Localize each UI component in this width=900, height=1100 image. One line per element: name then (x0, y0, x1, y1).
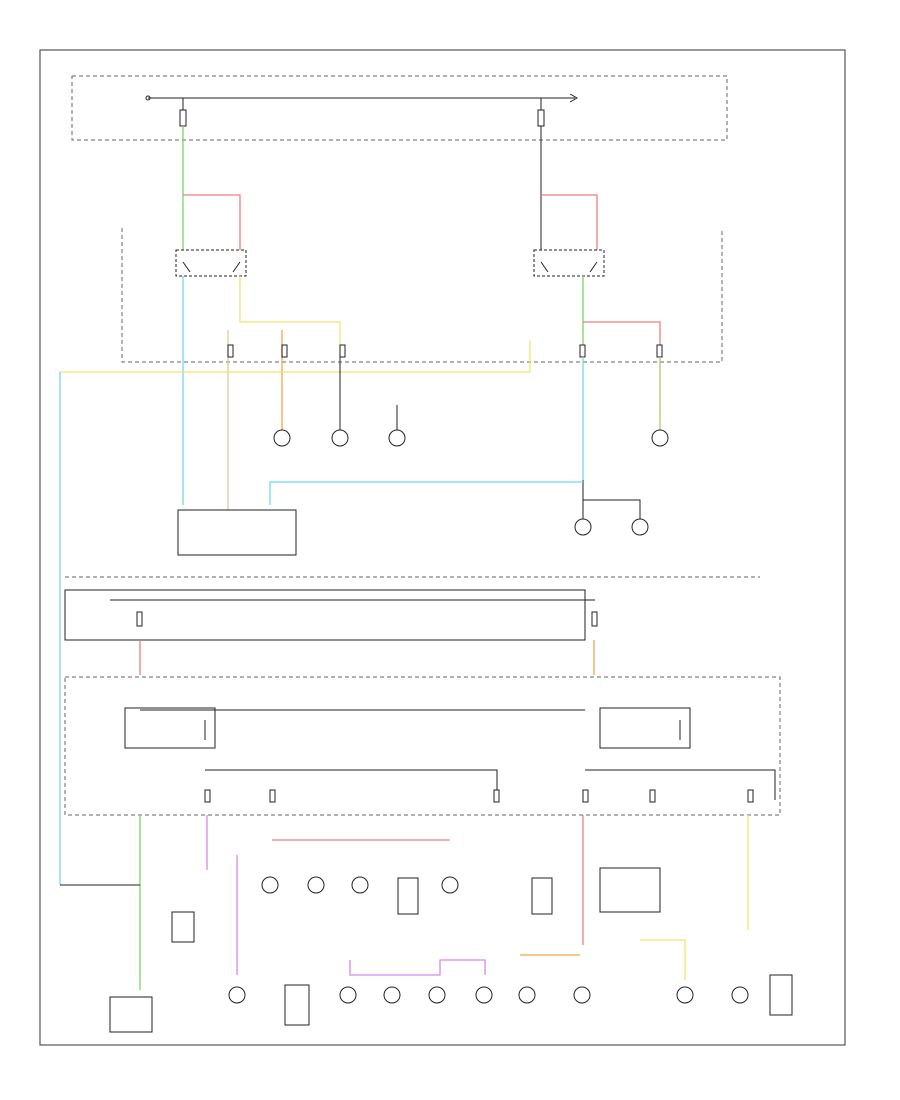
outer-frame (39, 49, 846, 1046)
fuse-bottom-left (136, 611, 143, 627)
module-bottom-left (109, 996, 153, 1033)
lamp-15 (518, 986, 536, 1004)
top-section (59, 75, 728, 885)
lamp-5 (574, 518, 592, 536)
fuse-box-bottom (64, 589, 586, 641)
wire-yellow-trailer (640, 939, 686, 980)
lamp-19 (228, 986, 246, 1004)
module-left-small (171, 911, 195, 943)
bus-node-left (145, 95, 151, 101)
fuse-bottom-right (591, 611, 598, 627)
bus-arrow-right (569, 93, 579, 103)
fuse-box-top (71, 75, 728, 141)
relay-bottom-right (599, 707, 691, 749)
relay-enclosure (121, 228, 723, 363)
relay-left-switch-a (182, 261, 191, 273)
relay-right-switch-b (589, 261, 598, 273)
lamp-8 (307, 876, 325, 894)
lamp-9 (351, 876, 369, 894)
lamp-2 (331, 429, 349, 447)
modules-bottom (109, 867, 793, 1033)
lamp-10 (441, 876, 459, 894)
lamp-6 (631, 518, 649, 536)
relay-bottom-left (124, 707, 216, 749)
module-trailer (599, 867, 661, 913)
module-right-small (769, 974, 793, 1016)
lamps-bottom-row-1 (261, 876, 459, 894)
bus-distribution-right (585, 769, 776, 800)
module-lower-mid (284, 984, 310, 1026)
fuse-row-bottom (204, 789, 754, 803)
lamp-4 (651, 429, 669, 447)
lamp-11 (339, 986, 357, 1004)
bus-distribution-left (205, 769, 498, 790)
wire-right-red-out (583, 321, 661, 345)
relay-enclosure-bottom (64, 676, 781, 816)
lamp-12 (383, 986, 401, 1004)
wire-violet-row (349, 959, 486, 976)
bottom-section (60, 589, 793, 1033)
relay-left (175, 249, 247, 277)
relay-right (533, 249, 605, 277)
fuse-right (537, 109, 545, 127)
module-center (531, 877, 553, 915)
lamp-3 (388, 429, 406, 447)
lamp-1 (273, 429, 291, 447)
wire-yellow-harness (60, 340, 531, 373)
relay-left-switch-b (232, 261, 241, 273)
module-license (397, 877, 419, 915)
lamp-14 (475, 986, 493, 1004)
wire-to-lamp-6 (583, 499, 641, 519)
lamp-13 (428, 986, 446, 1004)
wire-left-yellow (239, 276, 341, 348)
wire-cyan-to-module (269, 481, 583, 505)
lamp-7 (261, 876, 279, 894)
fuse-row-right (579, 344, 663, 358)
module-top-left (177, 509, 297, 556)
fuse-row-left (227, 344, 346, 358)
lamp-16 (573, 986, 591, 1004)
relay-right-switch-a (540, 261, 549, 273)
lamps-bottom-row-2 (339, 986, 749, 1004)
wire-left-red (183, 194, 241, 250)
lamp-17 (676, 986, 694, 1004)
wire-right-red (541, 194, 598, 250)
lamp-18 (731, 986, 749, 1004)
fuse-left (179, 109, 187, 127)
